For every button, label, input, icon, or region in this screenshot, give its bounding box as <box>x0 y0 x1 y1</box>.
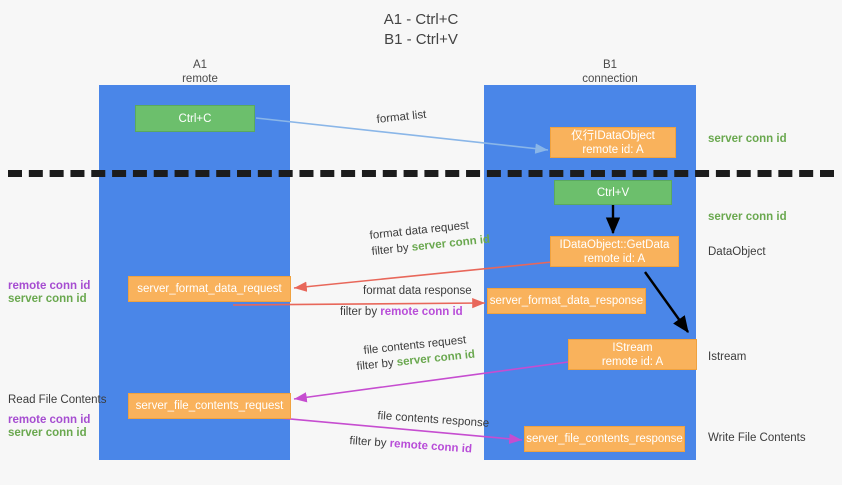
node-idataobject[interactable]: 仅行IDataObject remote id: A <box>550 127 676 158</box>
node-server-format-data-request-label: server_format_data_request <box>137 283 282 295</box>
edge-label-format-data-response-filter: filter by remote conn id <box>340 305 463 319</box>
filter-value-remote-conn-id: remote conn id <box>380 306 463 318</box>
filter-prefix: filter by <box>356 356 398 373</box>
title-line-1: A1 - Ctrl+C <box>383 11 459 28</box>
node-ctrl-c-label: Ctrl+C <box>178 112 212 125</box>
annotation-server-conn-id-top: server conn id <box>708 133 787 145</box>
node-server-format-data-response[interactable]: server_format_data_response <box>487 288 646 314</box>
node-istream[interactable]: IStream remote id: A <box>568 339 697 370</box>
node-istream-title: IStream <box>612 341 653 354</box>
node-idataobject-title: 仅行IDataObject <box>571 129 655 142</box>
filter-value-remote-conn-id: remote conn id <box>389 437 473 456</box>
phase-separator <box>8 170 834 177</box>
edge-label-format-data-response: format data response <box>363 285 472 297</box>
column-b1-name: B1 <box>602 59 618 71</box>
node-idataobject-getdata-title: IDataObject::GetData <box>559 238 670 251</box>
column-b1-sub: connection <box>582 73 638 85</box>
column-header-a1: A1 remote <box>130 58 270 86</box>
annotation-server-conn-id-left-bottom: server conn id <box>8 427 87 439</box>
page-title: A1 - Ctrl+C B1 - Ctrl+V <box>0 10 842 50</box>
filter-prefix: filter by <box>371 241 413 258</box>
edge-label-file-contents-response-filter: filter by remote conn id <box>349 434 472 457</box>
title-line-2: B1 - Ctrl+V <box>384 31 458 48</box>
node-istream-sub: remote id: A <box>601 355 664 368</box>
node-ctrl-c[interactable]: Ctrl+C <box>135 105 255 132</box>
node-server-file-contents-response-label: server_file_contents_response <box>526 433 683 445</box>
node-server-file-contents-response[interactable]: server_file_contents_response <box>524 426 685 452</box>
node-idataobject-sub: remote id: A <box>582 143 644 156</box>
node-ctrl-v[interactable]: Ctrl+V <box>554 180 672 205</box>
filter-prefix: filter by <box>349 434 391 450</box>
node-server-file-contents-request-label: server_file_contents_request <box>135 400 284 412</box>
column-a1-sub: remote <box>182 73 218 85</box>
annotation-read-file-contents: Read File Contents <box>8 394 107 406</box>
edge-label-file-contents-response: file contents response <box>377 409 490 430</box>
node-server-format-data-request[interactable]: server_format_data_request <box>128 276 291 302</box>
node-server-file-contents-request[interactable]: server_file_contents_request <box>128 393 291 419</box>
edge-label-format-list: format list <box>376 108 427 126</box>
node-idataobject-getdata[interactable]: IDataObject::GetData remote id: A <box>550 236 679 267</box>
annotation-remote-conn-id-top: remote conn id <box>8 280 91 292</box>
annotation-server-conn-id-left-top: server conn id <box>8 293 87 305</box>
node-server-format-data-response-label: server_format_data_response <box>489 295 644 307</box>
annotation-istream: Istream <box>708 351 747 363</box>
annotation-remote-conn-id-bottom: remote conn id <box>8 414 91 426</box>
column-a1-name: A1 <box>192 59 208 71</box>
filter-prefix: filter by <box>340 306 381 318</box>
annotation-dataobject: DataObject <box>708 246 766 258</box>
column-header-b1: B1 connection <box>540 58 680 86</box>
annotation-server-conn-id-mid: server conn id <box>708 211 787 223</box>
annotation-write-file-contents: Write File Contents <box>708 432 806 444</box>
node-idataobject-getdata-sub: remote id: A <box>583 252 646 265</box>
node-ctrl-v-label: Ctrl+V <box>596 186 630 199</box>
